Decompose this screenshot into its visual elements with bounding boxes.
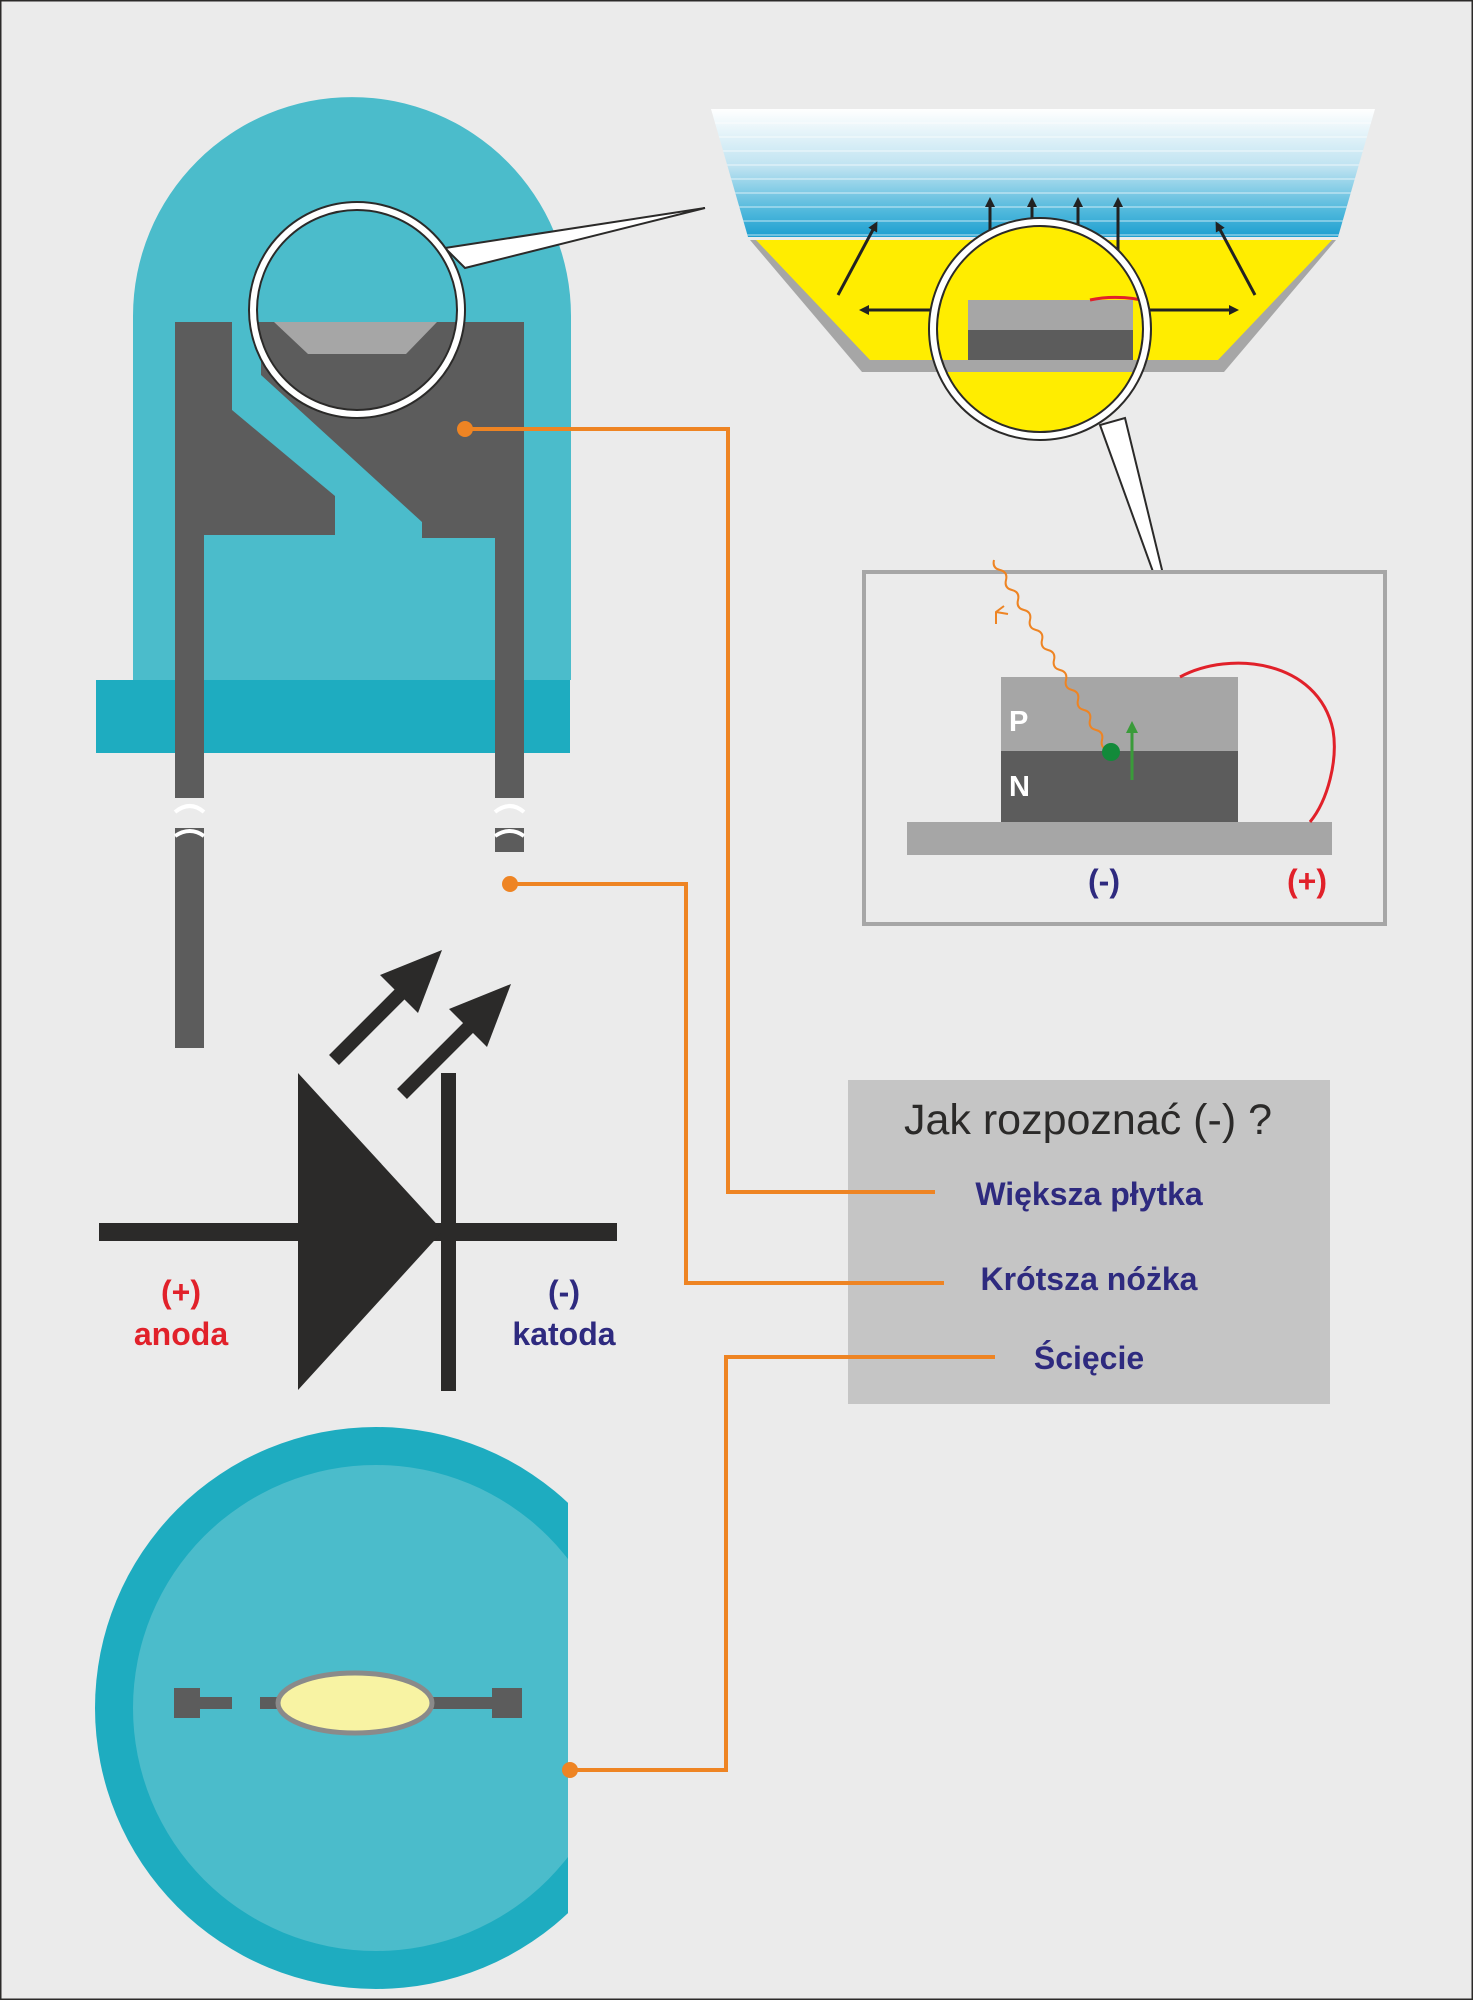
electron-dot xyxy=(1102,743,1120,761)
leader-shorter-lead xyxy=(510,882,942,1285)
reflector-cup xyxy=(274,322,437,354)
chip-cross-section xyxy=(711,109,1375,653)
anode-lead-frame xyxy=(175,322,335,1048)
info-box: Jak rozpoznać (-) ? Większa płytka Króts… xyxy=(848,1080,1330,1404)
n-layer xyxy=(1001,751,1238,823)
leader-larger-plate xyxy=(465,427,933,1194)
leader-dot xyxy=(502,876,518,892)
cathode-substrate xyxy=(907,822,1329,855)
anode-sign: (+) xyxy=(161,1274,201,1310)
info-item-larger-plate: Większa płytka xyxy=(975,1176,1203,1212)
led-side-view xyxy=(96,97,706,1048)
epoxy-lens-stripes xyxy=(711,109,1375,237)
cathode-label: katoda xyxy=(512,1316,615,1352)
lead-break-cathode xyxy=(486,798,534,828)
info-item-shorter-lead: Krótsza nóżka xyxy=(981,1261,1198,1297)
cathode-lead-frame xyxy=(261,322,524,852)
n-label: N xyxy=(1009,771,1030,803)
info-box-title: Jak rozpoznać (-) ? xyxy=(904,1096,1272,1144)
info-box-panel xyxy=(848,1080,1330,1404)
diode-triangle xyxy=(298,1073,443,1390)
minus-terminal-label: (-) xyxy=(1088,863,1120,899)
bottom-lead-right-stub xyxy=(420,1697,492,1709)
diode-bar xyxy=(441,1073,456,1391)
bond-wire xyxy=(1089,295,1147,366)
bond-wire xyxy=(1179,661,1336,823)
info-item-flat-edge: Ścięcie xyxy=(1034,1340,1144,1376)
cathode-sign: (-) xyxy=(548,1274,580,1310)
light-emission-arrows-icon xyxy=(329,950,511,1099)
anode-label: anoda xyxy=(134,1316,228,1352)
lead-break-curve xyxy=(173,829,206,838)
anode-pad xyxy=(1280,822,1332,855)
bottom-lead-left-stub xyxy=(200,1697,232,1709)
leader-dot xyxy=(562,1762,578,1778)
photon-wave xyxy=(992,559,1109,751)
lead-break-curve xyxy=(493,804,526,814)
leader-dot xyxy=(457,421,473,437)
lead-break-curve xyxy=(493,829,526,838)
p-layer xyxy=(1001,677,1238,751)
plus-terminal-label: (+) xyxy=(1287,863,1327,899)
p-label: P xyxy=(1009,706,1028,738)
lead-break-curve xyxy=(173,804,206,814)
bottom-lead-left xyxy=(174,1688,200,1718)
magnifier-pointer xyxy=(442,207,706,270)
lead-break-anode xyxy=(166,798,214,828)
pn-junction-inset: P N (-) (+) xyxy=(862,559,1387,926)
photon-arrowhead xyxy=(995,605,1009,624)
bottom-lead-right xyxy=(492,1688,522,1718)
bottom-chip xyxy=(275,1670,435,1736)
led-schematic-symbol-icon: (+) anoda (-) katoda xyxy=(99,950,617,1391)
